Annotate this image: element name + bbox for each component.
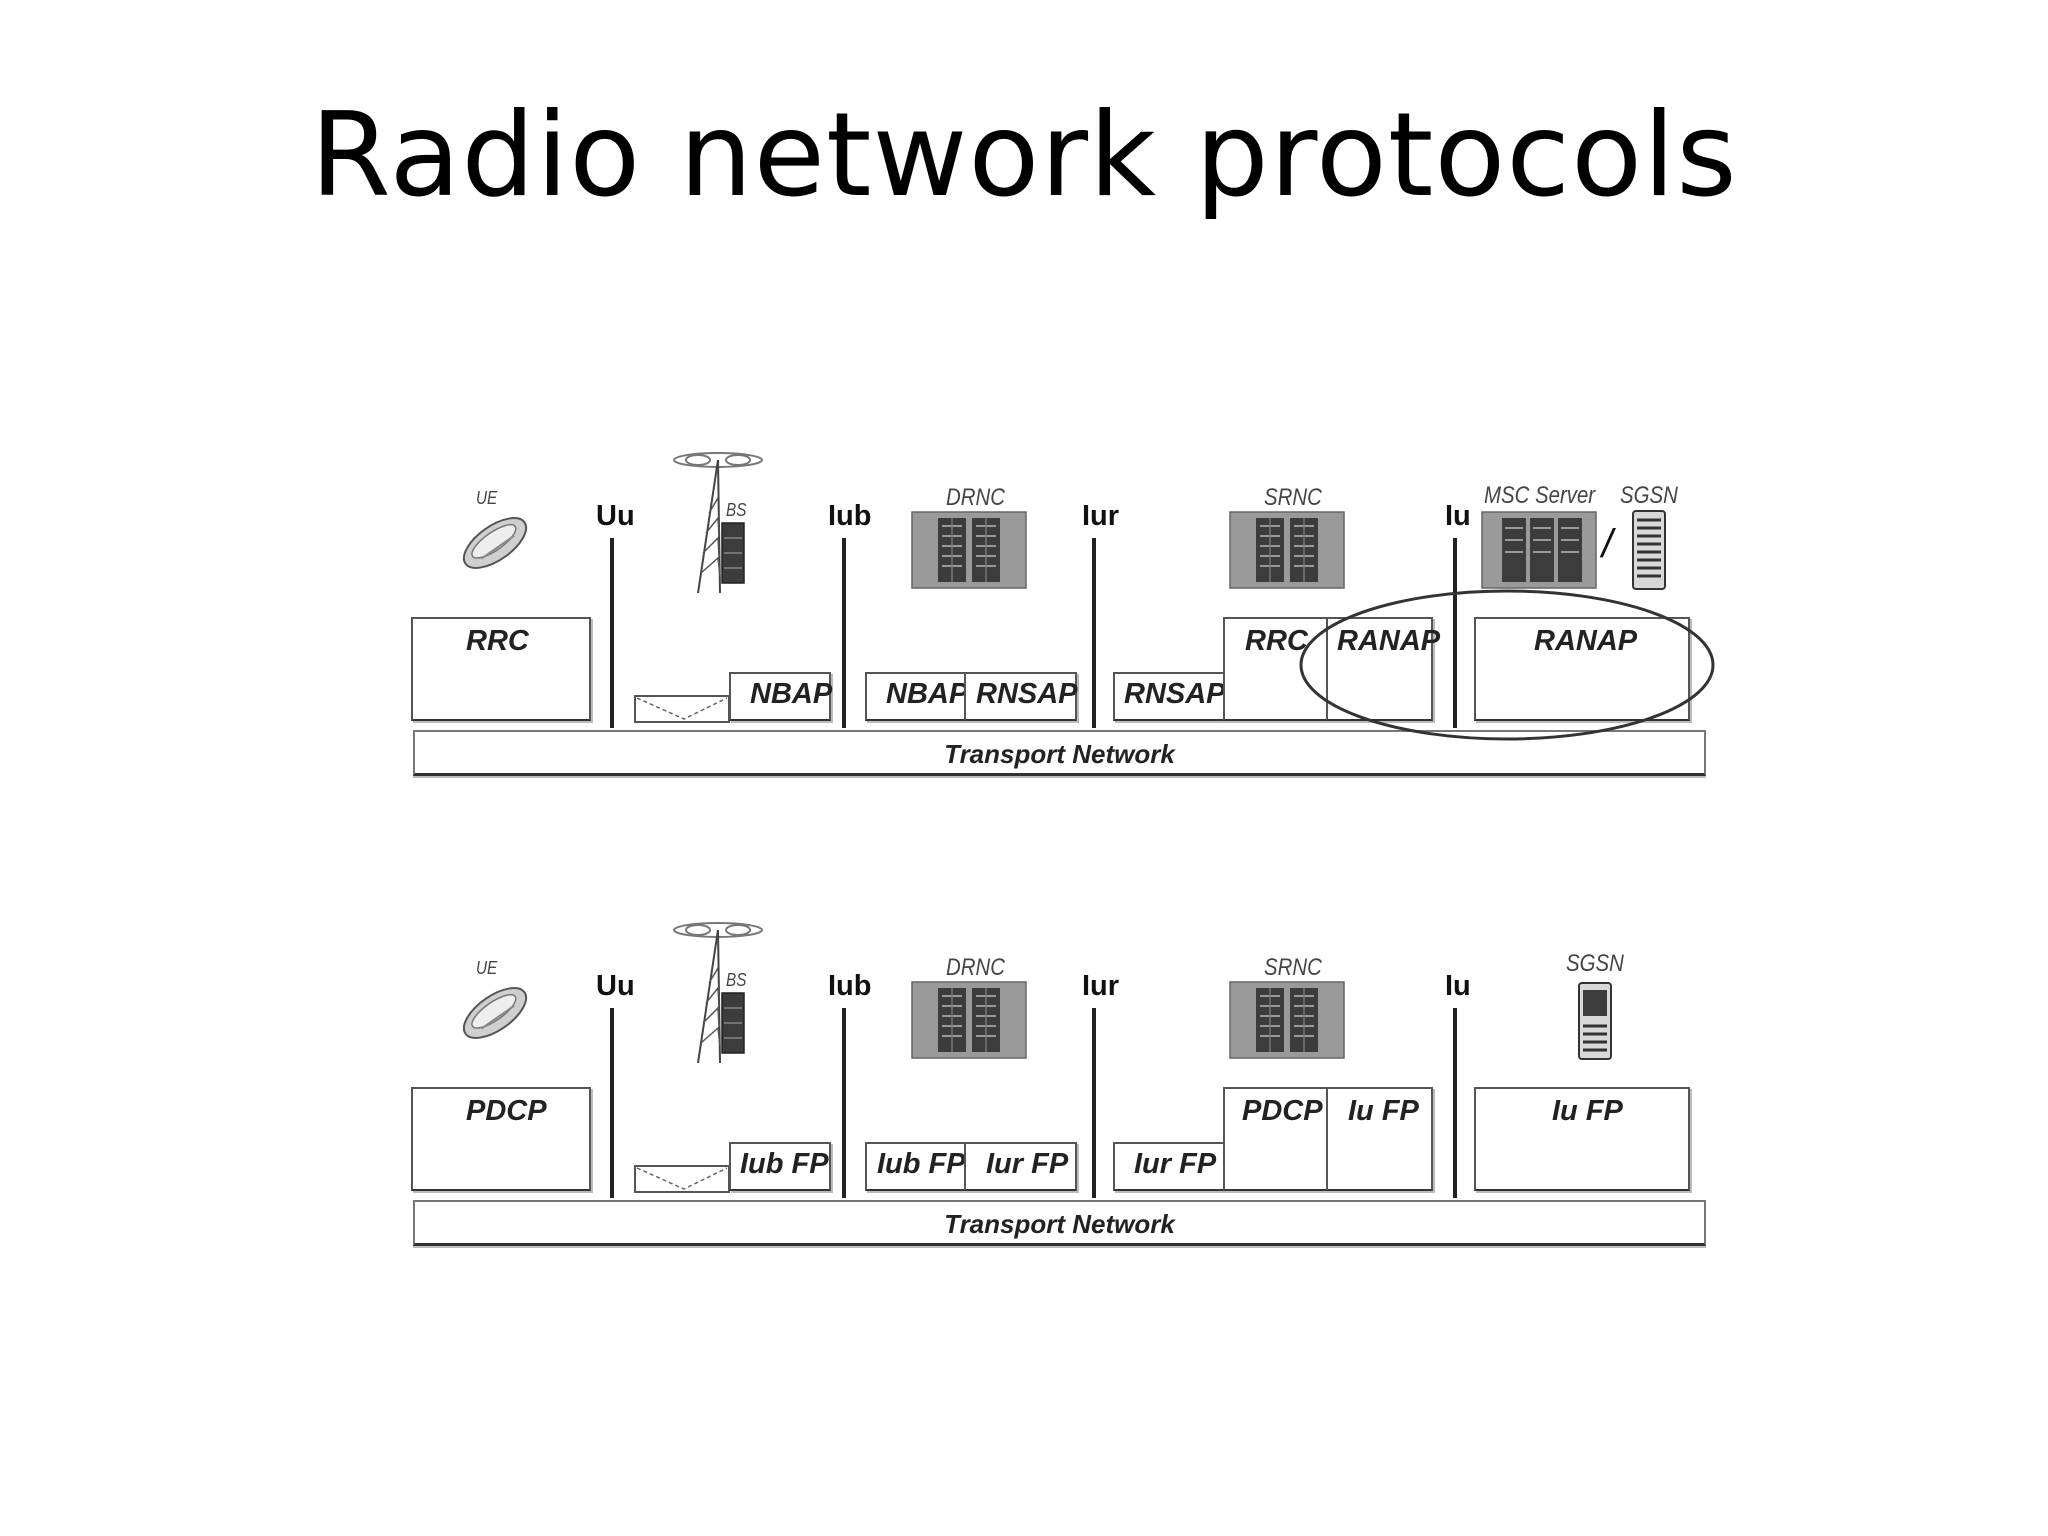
protocol-box-srnc-low: [1113, 672, 1225, 721]
protocol-label-ue: RRC: [466, 625, 529, 657]
protocol-box-core: [1474, 1087, 1690, 1191]
protocol-label-bs: Iub FP: [740, 1148, 829, 1180]
node-label-ue: UE: [476, 488, 498, 508]
interface-line-iub: [842, 538, 846, 728]
interface-label-uu: Uu: [596, 500, 635, 532]
interface-line-iur: [1092, 538, 1096, 728]
page-title: Radio network protocols: [310, 88, 1738, 223]
interface-line-iur: [1092, 1008, 1096, 1198]
protocol-box-srnc-low: [1113, 1142, 1225, 1191]
protocol-label-srnc-low: Iur FP: [1134, 1148, 1217, 1180]
interface-label-iub: Iub: [828, 970, 872, 1002]
protocol-label-srnc-right: Iu FP: [1348, 1095, 1419, 1127]
server-tower-icon: [1578, 982, 1612, 1060]
protocol-label-srnc-left: RRC: [1245, 625, 1308, 657]
protocol-box-ue: [411, 617, 591, 721]
node-label-srnc: SRNC: [1264, 954, 1322, 981]
protocol-box-srnc-left: [1223, 617, 1328, 721]
rack-server-icon: [911, 981, 1027, 1059]
transport-network-bar: Transport Network: [413, 730, 1706, 776]
node-label-msc-server: MSC Server: [1484, 482, 1596, 509]
node-label-bs: BS: [726, 500, 747, 520]
relay-triangle-icon: [634, 1165, 730, 1193]
node-label-sgsn: SGSN: [1566, 950, 1624, 977]
protocol-label-ue: PDCP: [466, 1095, 547, 1127]
protocol-box-drnc-right: [964, 1142, 1077, 1191]
protocol-label-drnc-left: NBAP: [886, 678, 969, 710]
transport-network-label: Transport Network: [944, 739, 1175, 769]
protocol-box-drnc-right: [964, 672, 1077, 721]
protocol-label-core: Iu FP: [1552, 1095, 1623, 1127]
interface-label-iur: Iur: [1082, 970, 1120, 1002]
node-label-drnc: DRNC: [946, 484, 1005, 511]
ranap-highlight-ellipse: [1299, 589, 1715, 741]
node-label-ue: UE: [476, 958, 498, 978]
protocol-box-srnc-right: [1326, 617, 1433, 721]
protocol-box-ue: [411, 1087, 591, 1191]
control-plane-diagram: UE BS DRNC SRNC MSC Server: [0, 410, 2048, 880]
phone-icon: [462, 517, 528, 569]
interface-label-iu: Iu: [1445, 500, 1471, 532]
node-label-drnc: DRNC: [946, 954, 1005, 981]
node-label-srnc: SRNC: [1264, 484, 1322, 511]
node-label-sgsn: SGSN: [1620, 482, 1678, 509]
transport-network-bar: Transport Network: [413, 1200, 1706, 1246]
rack-server-icon: [1229, 981, 1345, 1059]
protocol-label-drnc-right: RNSAP: [976, 678, 1078, 710]
antenna-tower-icon: [673, 922, 763, 1064]
interface-line-uu: [610, 1008, 614, 1198]
transport-network-label: Transport Network: [944, 1209, 1175, 1239]
protocol-label-srnc-left: PDCP: [1242, 1095, 1323, 1127]
protocol-box-bs: [729, 672, 831, 721]
protocol-label-srnc-low: RNSAP: [1124, 678, 1226, 710]
protocol-label-drnc-right: Iur FP: [986, 1148, 1069, 1180]
interface-label-iub: Iub: [828, 500, 872, 532]
protocol-box-core: [1474, 617, 1690, 721]
antenna-tower-icon: [673, 452, 763, 594]
interface-line-iu: [1453, 538, 1457, 728]
interface-label-iu: Iu: [1445, 970, 1471, 1002]
interface-label-uu: Uu: [596, 970, 635, 1002]
protocol-box-drnc-left: [865, 1142, 966, 1191]
server-tower-icon: [1632, 510, 1666, 590]
protocol-box-srnc-right: [1326, 1087, 1433, 1191]
user-plane-diagram: UE BS DRNC SRNC SGSN Uu Iub Iur: [0, 880, 2048, 1350]
protocol-label-core: RANAP: [1534, 625, 1638, 657]
protocol-label-srnc-right: RANAP: [1337, 625, 1441, 657]
protocol-box-bs: [729, 1142, 831, 1191]
rack-server-icon: [1229, 511, 1345, 589]
phone-icon: [462, 987, 528, 1039]
interface-line-iu: [1453, 1008, 1457, 1198]
protocol-box-srnc-left: [1223, 1087, 1328, 1191]
interface-line-iub: [842, 1008, 846, 1198]
protocol-label-drnc-left: Iub FP: [877, 1148, 966, 1180]
node-label-bs: BS: [726, 970, 747, 990]
interface-label-iur: Iur: [1082, 500, 1120, 532]
rack-server-icon: [911, 511, 1027, 589]
protocol-label-bs: NBAP: [750, 678, 833, 710]
interface-line-uu: [610, 538, 614, 728]
rack-server-icon: [1481, 511, 1597, 589]
relay-triangle-icon: [634, 695, 730, 723]
